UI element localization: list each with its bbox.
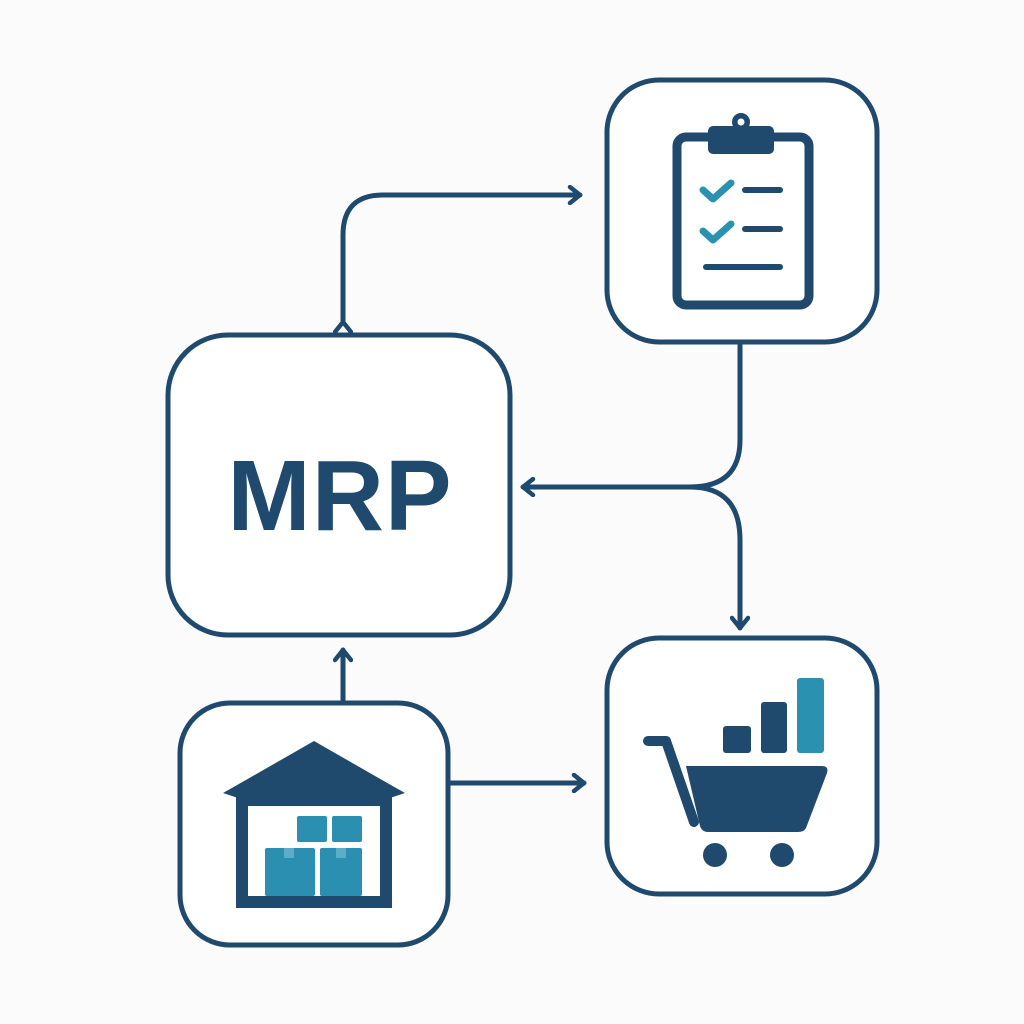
connector-mrp-orders <box>343 195 583 322</box>
shopping-cart-chart-icon <box>643 678 828 867</box>
connector-orders-sales <box>687 484 740 631</box>
mrp-node: MRP <box>165 332 513 638</box>
warehouse-icon <box>223 741 405 908</box>
connector-orders-mrp <box>520 342 743 487</box>
mrp-label: MRP <box>227 440 452 552</box>
clipboard-checklist-icon <box>672 113 814 310</box>
sales-node <box>604 635 880 897</box>
orders-node <box>604 77 880 345</box>
inventory-node <box>177 700 451 948</box>
